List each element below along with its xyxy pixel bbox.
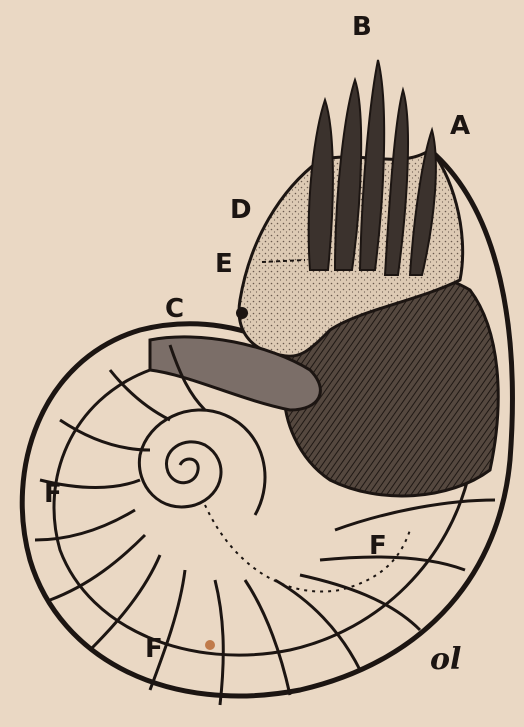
eye bbox=[236, 307, 248, 319]
label-f-bottom: F bbox=[145, 636, 163, 662]
label-f-right: F bbox=[369, 533, 387, 559]
artist-signature: ol bbox=[430, 645, 461, 675]
label-c: C bbox=[165, 296, 184, 322]
label-b: B bbox=[352, 14, 372, 40]
label-d: D bbox=[230, 197, 252, 223]
inner-spiral bbox=[139, 410, 265, 515]
label-f-left: F bbox=[44, 481, 62, 507]
marker-dot bbox=[205, 640, 215, 650]
label-a: A bbox=[450, 113, 470, 139]
label-e: E bbox=[215, 251, 233, 277]
